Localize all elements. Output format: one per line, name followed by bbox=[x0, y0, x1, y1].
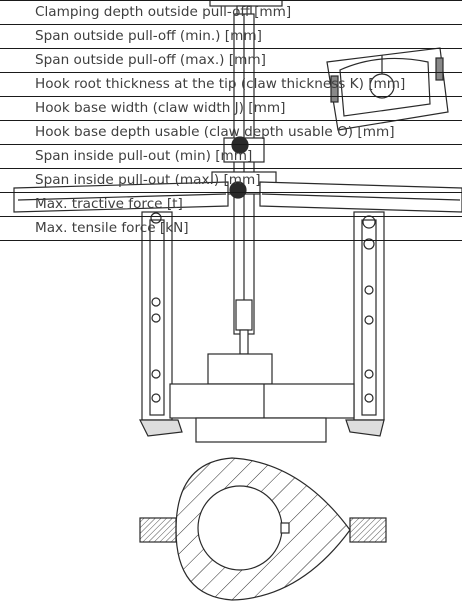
table-row: Span outside pull-off (min.) [mm] bbox=[0, 24, 462, 49]
spec-label: Span outside pull-off (max.) [mm] bbox=[0, 48, 462, 73]
spec-label: Hook root thickness at the tip (claw thi… bbox=[0, 72, 462, 97]
table-row: Span inside pull-out (min) [mm] bbox=[0, 144, 462, 169]
spec-label: Span outside pull-off (min.) [mm] bbox=[0, 24, 462, 49]
spec-label: Max. tractive force [t] bbox=[0, 192, 462, 217]
left-arm bbox=[139, 211, 183, 437]
spec-label: Hook base depth usable (claw depth usabl… bbox=[0, 120, 462, 145]
workpiece-front-view bbox=[169, 353, 355, 443]
workpiece-cross-section bbox=[139, 457, 387, 601]
table-row: Max. tractive force [t] bbox=[0, 192, 462, 217]
table-row: Clamping depth outside pull-off [mm] bbox=[0, 0, 462, 25]
table-row: Span inside pull-out (max.) [mm] bbox=[0, 168, 462, 193]
specification-table: Clamping depth outside pull-off [mm] Spa… bbox=[0, 0, 462, 241]
table-row: Hook base depth usable (claw depth usabl… bbox=[0, 120, 462, 145]
spec-label: Hook base width (claw width J) [mm] bbox=[0, 96, 462, 121]
spec-label: Span inside pull-out (min) [mm] bbox=[0, 144, 462, 169]
spec-label: Max. tensile force [kN] bbox=[0, 216, 462, 241]
table-row: Max. tensile force [kN] bbox=[0, 216, 462, 241]
spec-label: Span inside pull-out (max.) [mm] bbox=[0, 168, 462, 193]
table-row: Hook base width (claw width J) [mm] bbox=[0, 96, 462, 121]
table-row: Span outside pull-off (max.) [mm] bbox=[0, 48, 462, 73]
table-row: Hook root thickness at the tip (claw thi… bbox=[0, 72, 462, 97]
spec-label: Clamping depth outside pull-off [mm] bbox=[0, 0, 462, 25]
